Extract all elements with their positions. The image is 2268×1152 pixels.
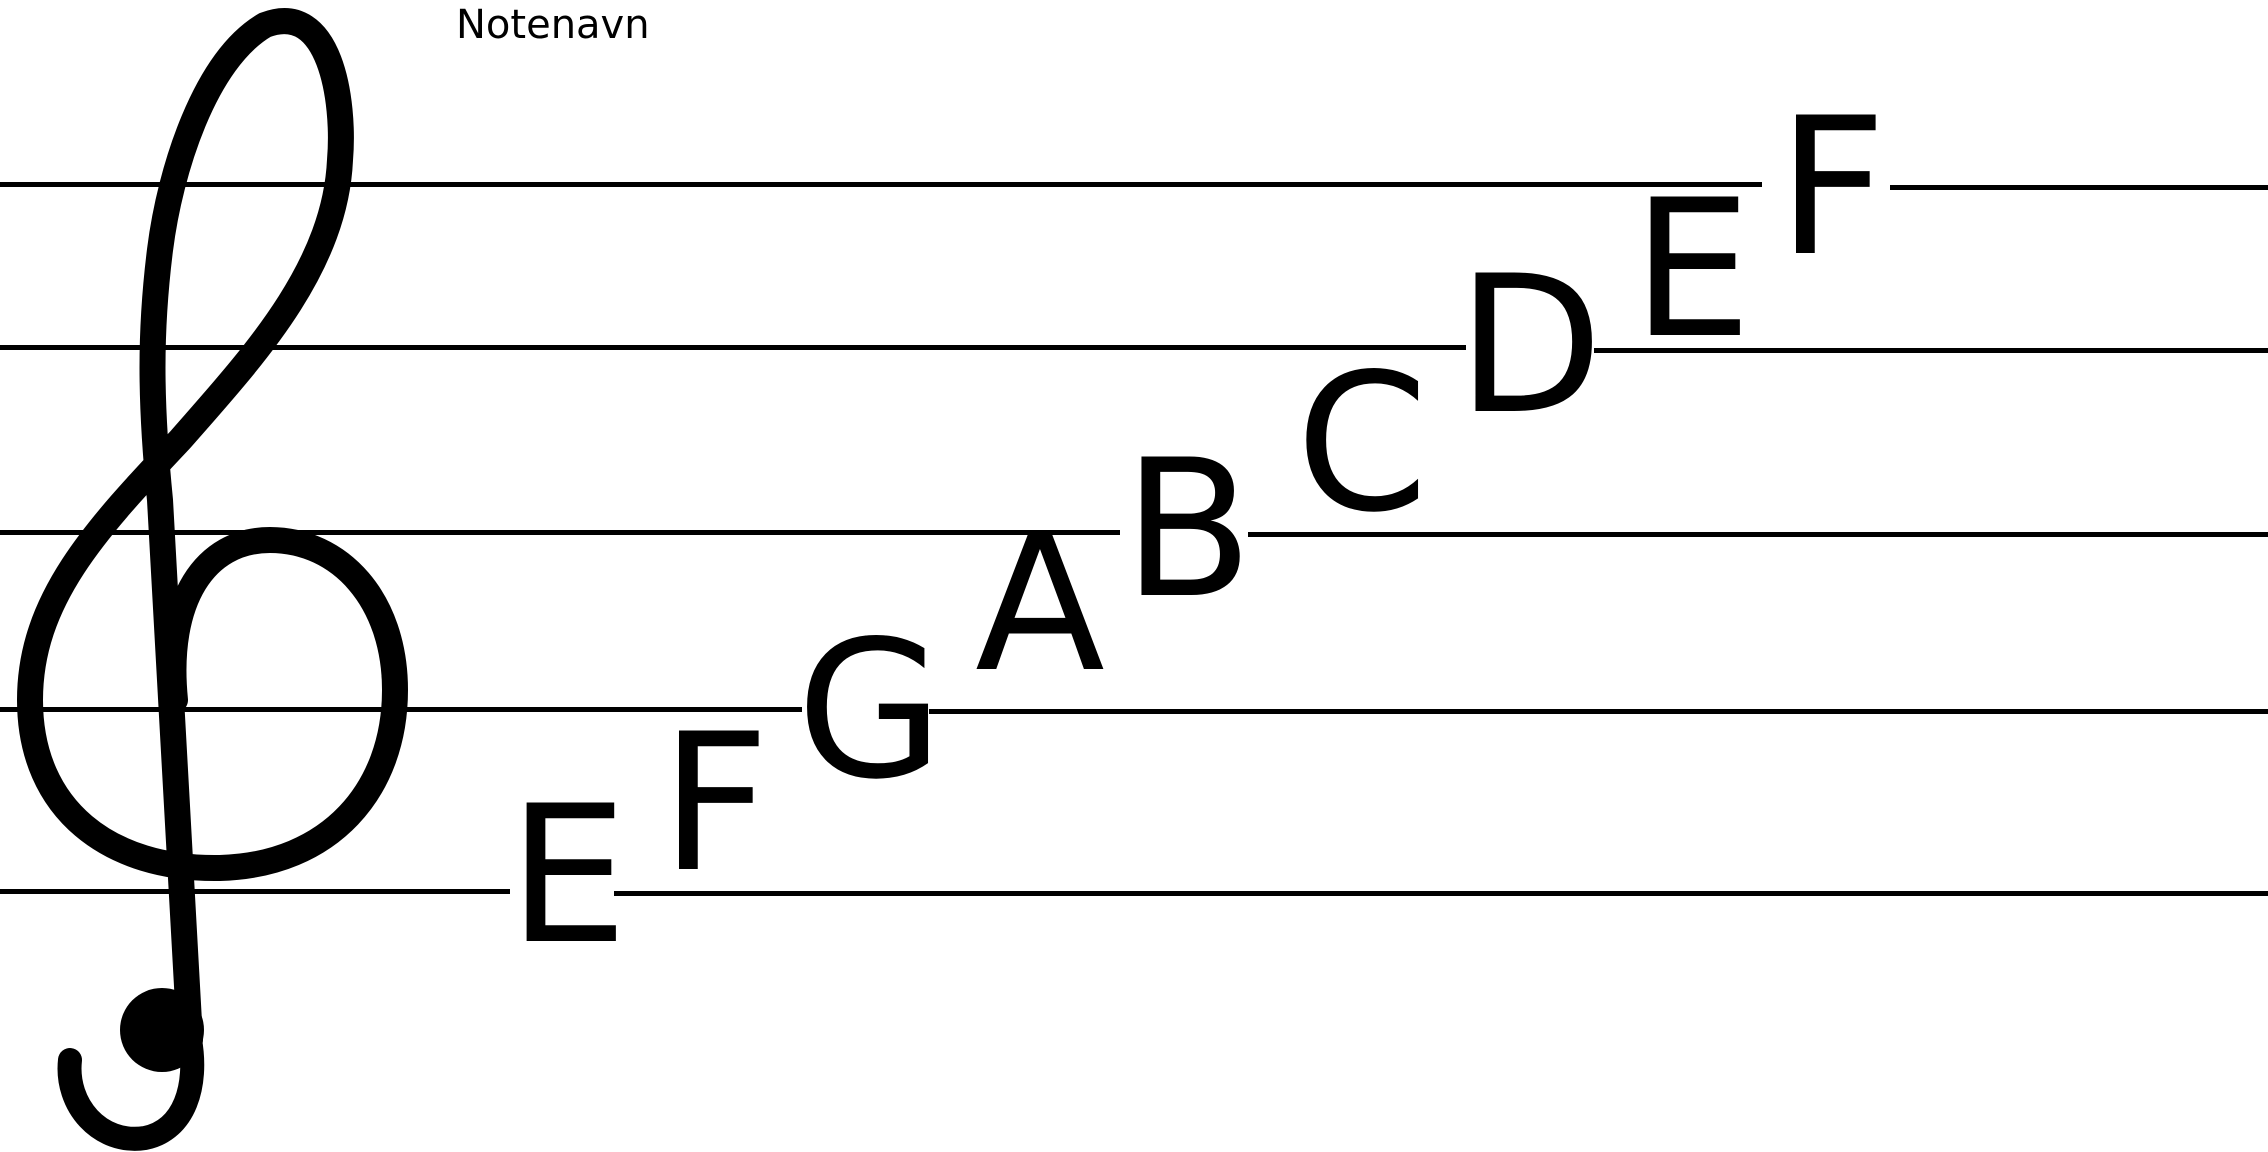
note-label: G [796, 616, 943, 806]
note-label: F [1777, 93, 1886, 283]
note-label: E [1632, 175, 1752, 365]
staff-line-5 [1890, 185, 2268, 190]
treble-clef-icon [0, 0, 420, 1152]
diagram-title: Notenavn [456, 2, 650, 48]
note-label: B [1123, 435, 1253, 625]
note-label: C [1296, 349, 1429, 539]
staff-line-2 [929, 709, 2268, 714]
note-label: E [508, 781, 628, 971]
note-label: A [975, 509, 1105, 699]
staff-line-1 [614, 891, 2268, 896]
note-label: F [660, 709, 769, 899]
note-label: D [1457, 251, 1603, 441]
